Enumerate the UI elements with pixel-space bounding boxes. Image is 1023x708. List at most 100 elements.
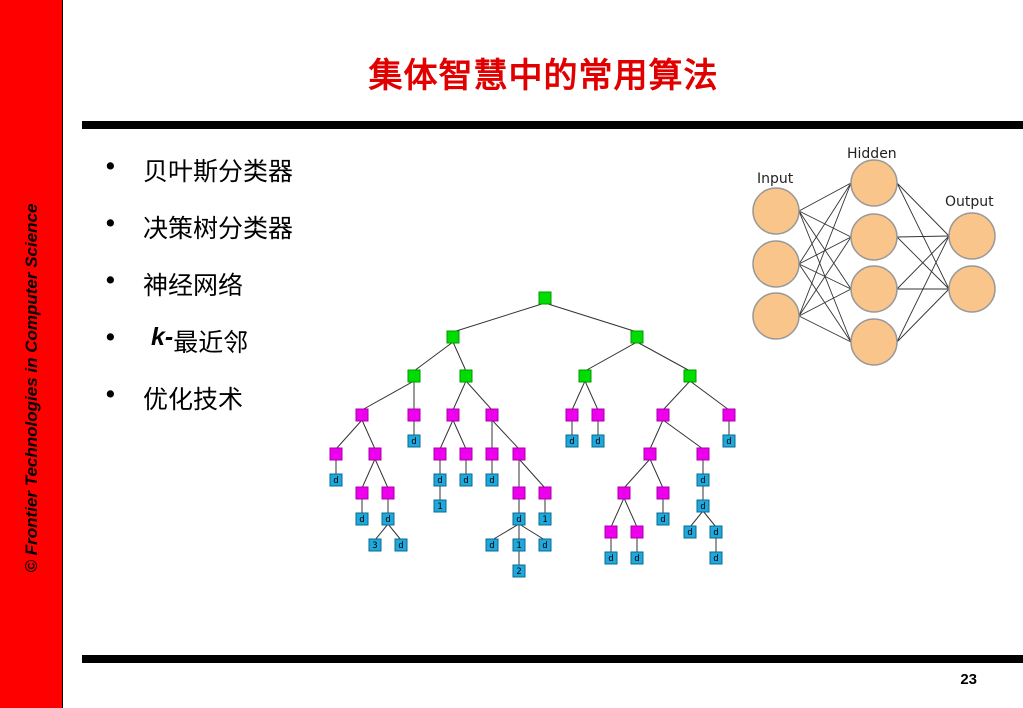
tree-inner-node: [407, 408, 421, 422]
tree-inner-node: [630, 525, 644, 539]
tree-leaf-label: d: [634, 554, 639, 564]
bullet-dot: •: [103, 323, 118, 352]
tree-edge: [452, 341, 467, 372]
tree-leaf-node: [656, 512, 670, 526]
tree-leaf-node: [604, 551, 618, 565]
tree-edge: [636, 341, 691, 372]
tree-edge: [623, 497, 638, 528]
tree-inner-node: [381, 486, 395, 500]
tree-leaf-node: [459, 473, 473, 487]
bullet-dot: •: [103, 380, 118, 409]
tree-edge: [623, 458, 651, 489]
tree-leaf-node: [368, 538, 382, 552]
tree-inner-node: [656, 408, 670, 422]
tree-edge: [662, 380, 691, 411]
tree-leaf-node: [485, 473, 499, 487]
tree-edge: [702, 510, 717, 528]
nn-edge: [798, 182, 852, 265]
tree-leaf-label: 1: [542, 515, 547, 525]
tree-inner-node: [329, 447, 343, 461]
tree-leaf-label: d: [437, 476, 442, 486]
nn-output-label: Output: [945, 194, 994, 210]
tree-leaf-label: d: [726, 437, 731, 447]
nn-edge: [896, 182, 950, 237]
tree-inner-node: [538, 486, 552, 500]
tree-inner-node: [368, 447, 382, 461]
tree-leaf-label: d: [385, 515, 390, 525]
nn-node: [850, 318, 898, 366]
tree-leaf-node: [709, 551, 723, 565]
tree-inner-node: [565, 408, 579, 422]
tree-leaf-node: [394, 538, 408, 552]
nn-edge: [798, 236, 852, 317]
tree-leaf-label: d: [516, 515, 521, 525]
bullet-dot: •: [103, 152, 118, 181]
tree-leaf-node: [485, 538, 499, 552]
sidebar-bar: © Frontier Technologies in Computer Scie…: [0, 0, 63, 708]
tree-leaf-label: d: [687, 528, 692, 538]
tree-leaf-node: [433, 473, 447, 487]
tree-inner-node: [446, 408, 460, 422]
tree-leaf-node: [696, 473, 710, 487]
tree-edge: [584, 341, 638, 372]
tree-leaf-label: d: [333, 476, 338, 486]
tree-edge: [387, 523, 402, 541]
tree-leaf-node: [538, 538, 552, 552]
tree-leaf-node: [696, 499, 710, 513]
tree-inner-node: [604, 525, 618, 539]
neural-network-diagram: Input Hidden Output: [745, 138, 1010, 368]
tree-leaf-label: 3: [372, 541, 377, 551]
bullet-list: •贝叶斯分类器 •决策树分类器 •神经网络 •k-最近邻 •优化技术: [103, 152, 293, 437]
tree-leaf-node: [512, 564, 526, 578]
tree-edge: [361, 419, 376, 450]
nn-hidden-label: Hidden: [847, 146, 897, 162]
tree-leaf-label: d: [713, 554, 718, 564]
tree-leaf-node: [591, 434, 605, 448]
tree-inner-node: [643, 447, 657, 461]
tree-inner-node: [656, 486, 670, 500]
tree-inner-node: [485, 408, 499, 422]
tree-edge: [689, 380, 730, 411]
tree-leaf-node: [512, 512, 526, 526]
nn-edge: [896, 182, 950, 290]
bottom-divider: [82, 655, 1023, 663]
tree-leaf-node: [630, 551, 644, 565]
tree-edge: [361, 458, 376, 489]
tree-edge: [452, 380, 467, 411]
tree-leaf-label: d: [489, 476, 494, 486]
bullet-item: • 贝叶斯分类器: [103, 152, 293, 209]
tree-inner-node: [512, 486, 526, 500]
nn-node: [752, 240, 800, 288]
tree-edge: [491, 523, 520, 541]
tree-leaf-node: [329, 473, 343, 487]
tree-edge: [649, 419, 664, 450]
tree-leaf-label: d: [660, 515, 665, 525]
tree-edge: [361, 380, 415, 411]
tree-inner-node: [355, 486, 369, 500]
nn-edge: [896, 288, 950, 343]
tree-edge: [452, 419, 467, 450]
copyright-text: © Frontier Technologies in Computer Scie…: [22, 203, 41, 573]
tree-inner-node: [433, 447, 447, 461]
tree-inner-node: [485, 447, 499, 461]
tree-branch-node: [459, 369, 473, 383]
nn-edge: [896, 235, 950, 343]
bullet-dot: •: [103, 266, 118, 295]
tree-branch-node: [578, 369, 592, 383]
tree-branch-node: [630, 330, 644, 344]
slide-title: 集体智慧中的常用算法: [368, 56, 719, 96]
bullet-label: 贝叶斯分类器: [143, 157, 294, 186]
tree-leaf-label: d: [398, 541, 403, 551]
tree-edge: [335, 419, 363, 450]
tree-edge: [584, 380, 599, 411]
tree-edge: [571, 380, 586, 411]
tree-leaf-label: d: [700, 476, 705, 486]
tree-leaf-node: [683, 525, 697, 539]
tree-leaf-node: [381, 512, 395, 526]
bullet-label: 决策树分类器: [143, 214, 294, 243]
tree-leaf-label: d: [463, 476, 468, 486]
tree-leaf-label: d: [489, 541, 494, 551]
nn-edge: [798, 288, 852, 317]
tree-leaf-label: d: [542, 541, 547, 551]
